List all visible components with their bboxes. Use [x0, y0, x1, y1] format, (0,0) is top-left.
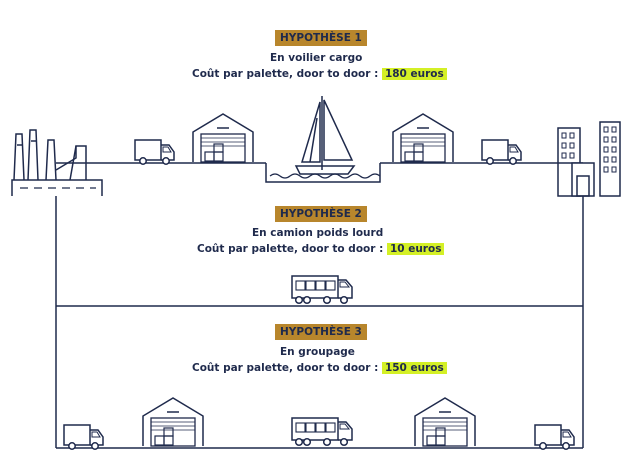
- hypothesis-2-cost: Coût par palette, door to door : 10 euro…: [197, 242, 445, 256]
- hypothesis-3-mode: En groupage: [280, 346, 355, 358]
- hypothesis-3-price: 150 euros: [381, 362, 447, 374]
- delivery-van-icon: [63, 424, 104, 450]
- hypothesis-1-price: 180 euros: [381, 68, 447, 80]
- hypothesis-2-mode: En camion poids lourd: [252, 227, 384, 239]
- hypothesis-1-mode: En voilier cargo: [270, 52, 363, 64]
- hypothesis-2-badge: HYPOTHÈSE 2: [275, 206, 367, 222]
- warehouse-icon: [142, 397, 204, 447]
- hypothesis-3-cost-label: Coût par palette, door to door :: [192, 362, 379, 374]
- truck-icon: [291, 417, 353, 447]
- route-lines: [55, 162, 584, 449]
- warehouse-icon: [392, 113, 454, 163]
- delivery-van-icon: [134, 139, 175, 165]
- hypothesis-3-cost: Coût par palette, door to door : 150 eur…: [192, 361, 447, 375]
- warehouse-icon: [192, 113, 254, 163]
- waves-icon: [269, 173, 381, 179]
- hypothesis-1-badge: HYPOTHÈSE 1: [275, 30, 367, 46]
- hypothesis-1-cost-label: Coût par palette, door to door :: [192, 68, 379, 80]
- delivery-van-icon: [481, 139, 522, 165]
- sailboat-icon: [294, 96, 356, 175]
- city-buildings-icon: [557, 121, 621, 197]
- hypothesis-2-cost-label: Coût par palette, door to door :: [197, 243, 384, 255]
- hypothesis-1-cost: Coût par palette, door to door : 180 eur…: [192, 67, 447, 81]
- hypothesis-2-price: 10 euros: [386, 243, 445, 255]
- factory-icon: [11, 129, 103, 196]
- hypothesis-3-badge: HYPOTHÈSE 3: [275, 324, 367, 340]
- truck-icon: [291, 275, 353, 305]
- warehouse-icon: [414, 397, 476, 447]
- delivery-van-icon: [534, 424, 575, 450]
